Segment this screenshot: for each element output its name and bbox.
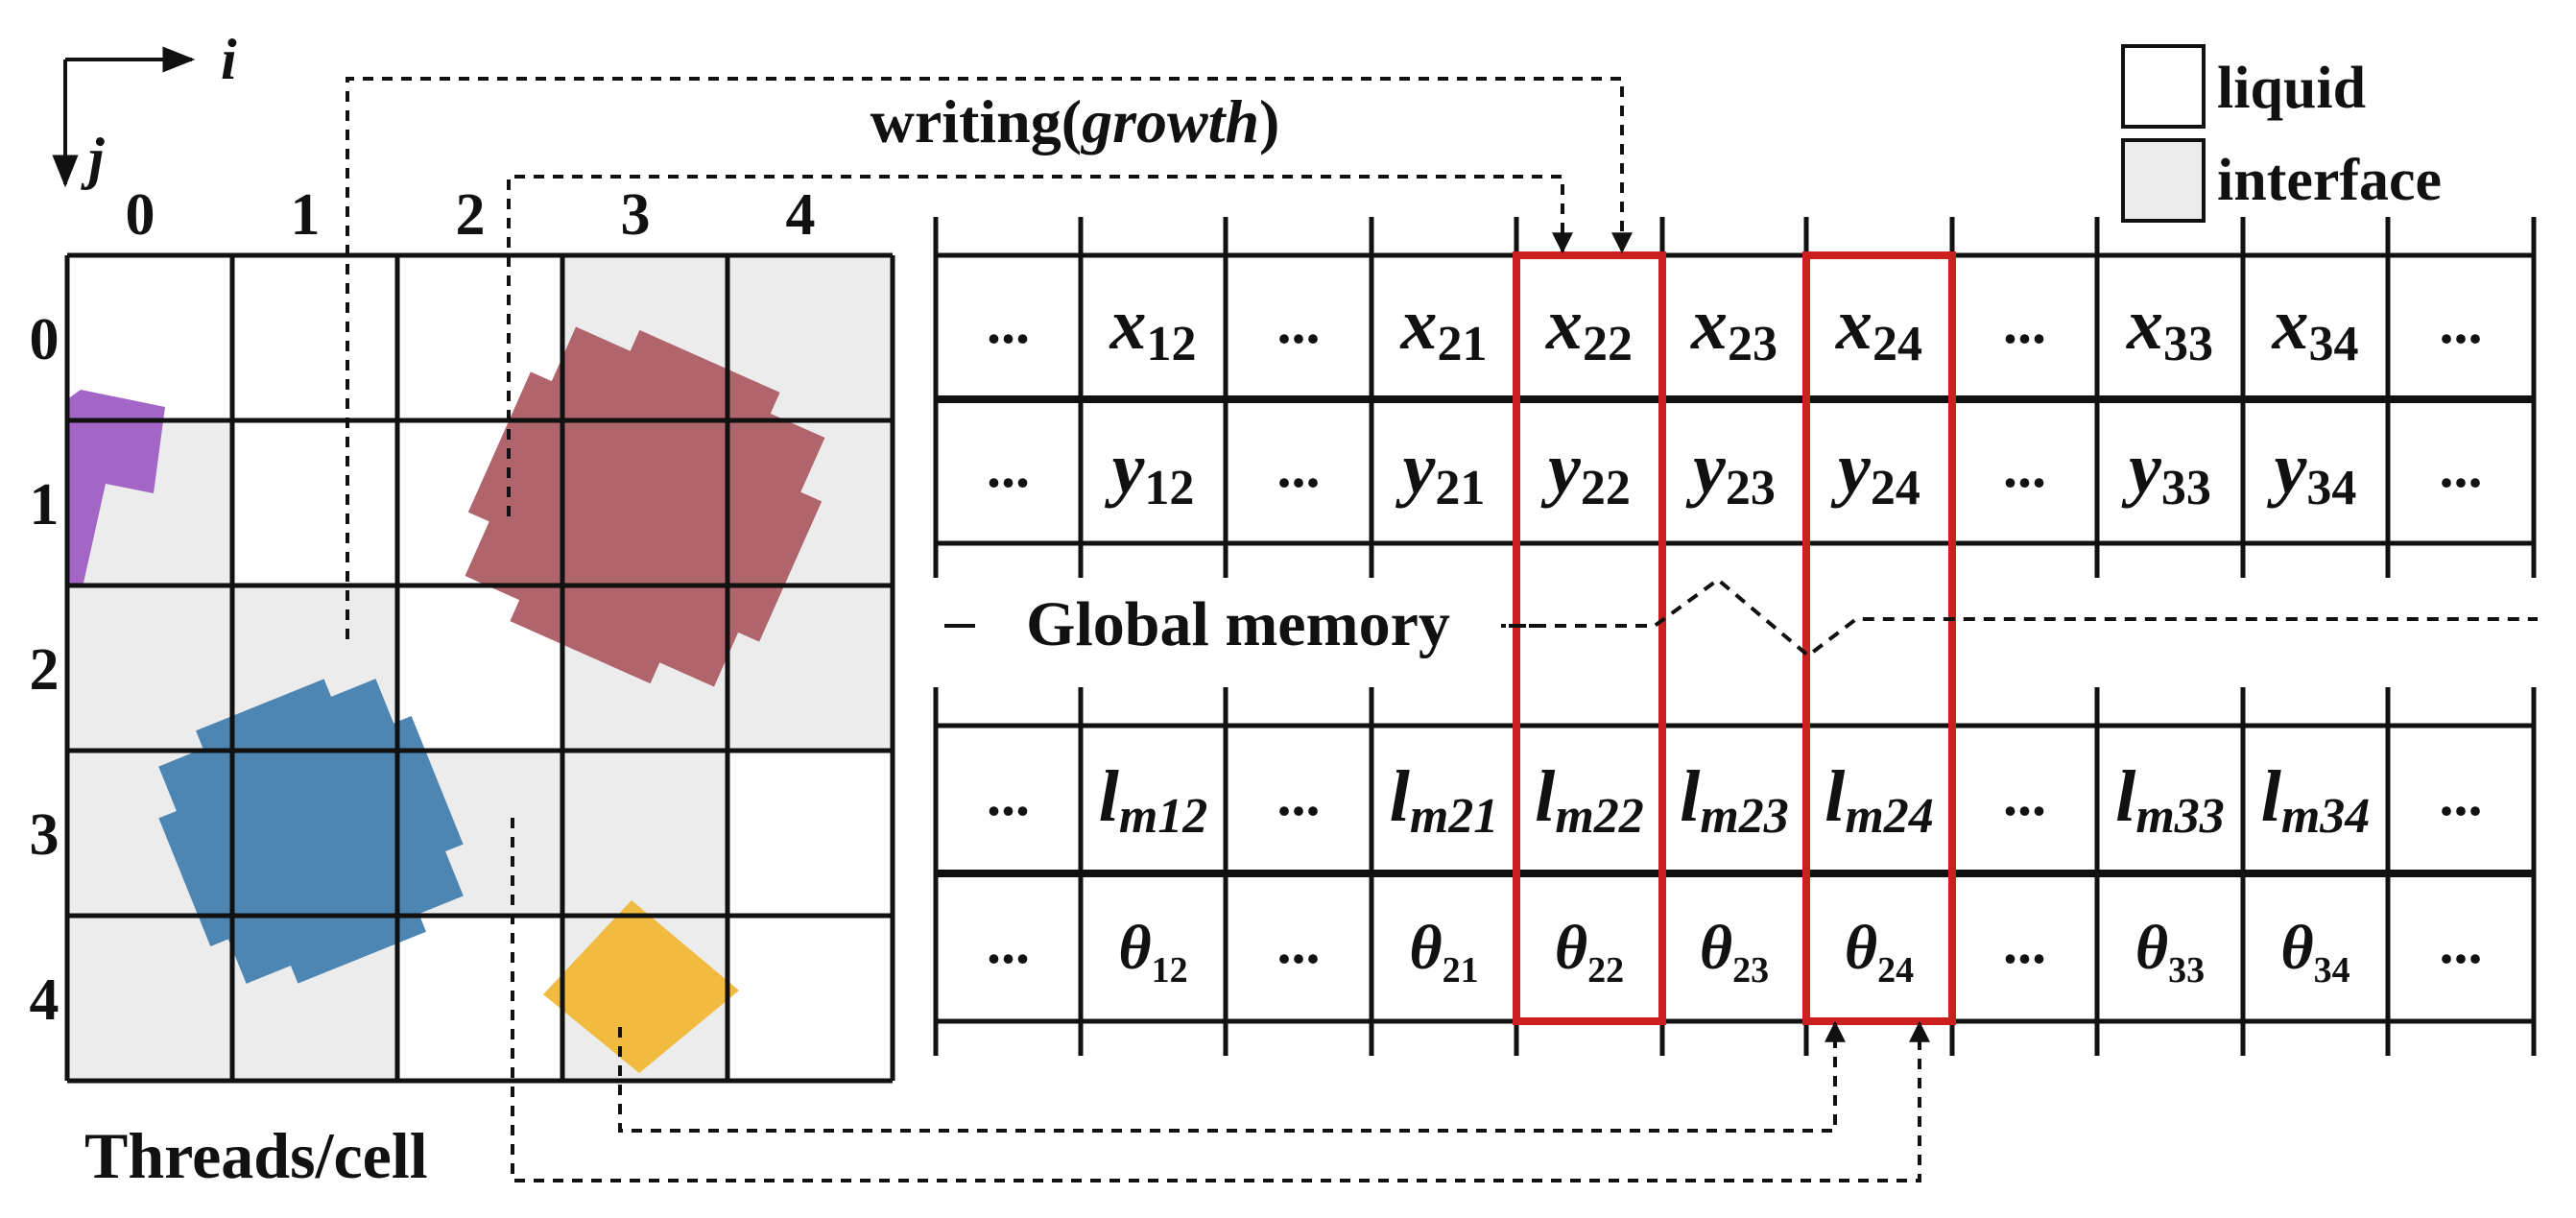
memory-ellipsis: ... xyxy=(987,436,1030,499)
highlight-column-6 xyxy=(1802,251,1956,1025)
grid-cell-1-1 xyxy=(232,420,397,585)
reading-arrow-from-cell-2-3 xyxy=(511,818,1930,1182)
thread-grid: 0 1 2 3 4 0 1 2 3 4 xyxy=(30,182,895,1084)
memory-variable-lm34: lm34 xyxy=(2261,756,2371,844)
memory-variable-lm21: lm21 xyxy=(1390,756,1499,844)
memory-variable-x12: x12 xyxy=(1109,284,1197,371)
memory-variable-y33: y33 xyxy=(2121,428,2211,515)
grid-cell-3-3 xyxy=(562,751,727,916)
purple-crystal xyxy=(67,390,165,587)
row-index-label: 3 xyxy=(30,802,60,868)
memory-variable-y24: y24 xyxy=(1830,428,1920,515)
memory-ellipsis: ... xyxy=(2440,912,2483,975)
legend-swatch-interface xyxy=(2121,138,2206,223)
axis-indicator: i j xyxy=(52,28,237,190)
memory-ellipsis: ... xyxy=(1277,764,1321,827)
memory-ellipsis: ... xyxy=(2003,764,2046,827)
grid-cell-3-4 xyxy=(727,751,893,916)
legend-swatch-liquid xyxy=(2121,44,2206,129)
data-flow-arrows xyxy=(346,77,1930,1182)
memory-variable-lm23: lm23 xyxy=(1680,756,1789,844)
threads-per-cell-caption: Threads/cell xyxy=(84,1119,428,1192)
global-memory-table: ... x12... x21 x22 x23 x24... x33 x34...... y12.… xyxy=(933,217,2537,1056)
global-memory-separator: Global memory xyxy=(944,577,2538,662)
reading-arrow-from-cell-3-4 xyxy=(618,1020,1846,1133)
column-index-label: 1 xyxy=(291,182,321,248)
memory-ellipsis: ... xyxy=(987,764,1030,827)
i-axis-label: i xyxy=(221,28,237,91)
memory-ellipsis: ... xyxy=(1277,912,1321,975)
memory-variable-lm22: lm22 xyxy=(1535,756,1644,844)
column-index-label: 4 xyxy=(786,182,816,248)
memory-variable-y12: y12 xyxy=(1105,428,1195,515)
memory-variable-lm12: lm12 xyxy=(1099,756,1208,844)
memory-ellipsis: ... xyxy=(2440,764,2483,827)
writing-arrow-from-cell-2-1 xyxy=(507,175,1573,516)
memory-variable-θ24: θ24 xyxy=(1845,913,1914,991)
memory-variable-x21: x21 xyxy=(1400,284,1488,371)
legend-label-interface: interface xyxy=(2217,148,2442,213)
memory-ellipsis: ... xyxy=(987,292,1030,355)
memory-variable-y23: y23 xyxy=(1685,428,1776,515)
memory-variable-lm33: lm33 xyxy=(2115,756,2225,844)
global-memory-label: Global memory xyxy=(1026,589,1450,659)
memory-variable-θ23: θ23 xyxy=(1700,913,1769,991)
memory-ellipsis: ... xyxy=(987,912,1030,975)
memory-variable-x23: x23 xyxy=(1690,284,1777,371)
legend: liquid interface xyxy=(2121,44,2442,223)
row-index-label: 4 xyxy=(30,967,60,1033)
red-crystal xyxy=(465,326,825,687)
grid-cell-2-0 xyxy=(67,585,232,751)
grid-cell-0-1 xyxy=(232,255,397,420)
memory-variable-y22: y22 xyxy=(1540,428,1631,515)
column-index-label: 3 xyxy=(621,182,651,248)
memory-variable-θ34: θ34 xyxy=(2280,913,2349,991)
memory-ellipsis: ... xyxy=(2003,436,2046,499)
memory-ellipsis: ... xyxy=(2440,436,2483,499)
highlight-column-4 xyxy=(1513,251,1666,1025)
row-index-label: 1 xyxy=(30,472,60,537)
memory-variable-θ21: θ21 xyxy=(1409,913,1478,991)
memory-ellipsis: ... xyxy=(1277,436,1321,499)
memory-variable-y34: y34 xyxy=(2267,428,2357,515)
memory-ellipsis: ... xyxy=(2440,292,2483,355)
memory-ellipsis: ... xyxy=(1277,292,1321,355)
memory-ellipsis: ... xyxy=(2003,292,2046,355)
grid-cell-4-0 xyxy=(67,916,232,1081)
row-index-label: 0 xyxy=(30,307,60,372)
memory-variable-x22: x22 xyxy=(1545,284,1633,371)
writing-arrow-from-cell-1-2 xyxy=(346,77,1633,639)
yellow-crystal xyxy=(543,900,739,1073)
memory-variable-θ12: θ12 xyxy=(1118,913,1187,991)
grid-cell-4-2 xyxy=(397,916,562,1081)
column-index-label: 0 xyxy=(126,182,155,248)
memory-variable-x34: x34 xyxy=(2272,284,2359,371)
memory-variable-θ33: θ33 xyxy=(2135,913,2205,991)
row-index-label: 2 xyxy=(30,637,60,703)
blue-crystal xyxy=(158,679,464,984)
grid-cell-4-4 xyxy=(727,916,893,1081)
memory-variable-x24: x24 xyxy=(1835,284,1922,371)
memory-variable-y21: y21 xyxy=(1395,428,1486,515)
memory-variable-lm24: lm24 xyxy=(1825,756,1934,844)
writing-growth-caption: writing(growth) xyxy=(871,87,1280,155)
legend-label-liquid: liquid xyxy=(2217,56,2366,121)
column-index-label: 2 xyxy=(456,182,486,248)
memory-variable-x33: x33 xyxy=(2126,284,2213,371)
memory-variable-θ22: θ22 xyxy=(1555,913,1624,991)
memory-ellipsis: ... xyxy=(2003,912,2046,975)
j-axis-label: j xyxy=(81,127,105,190)
